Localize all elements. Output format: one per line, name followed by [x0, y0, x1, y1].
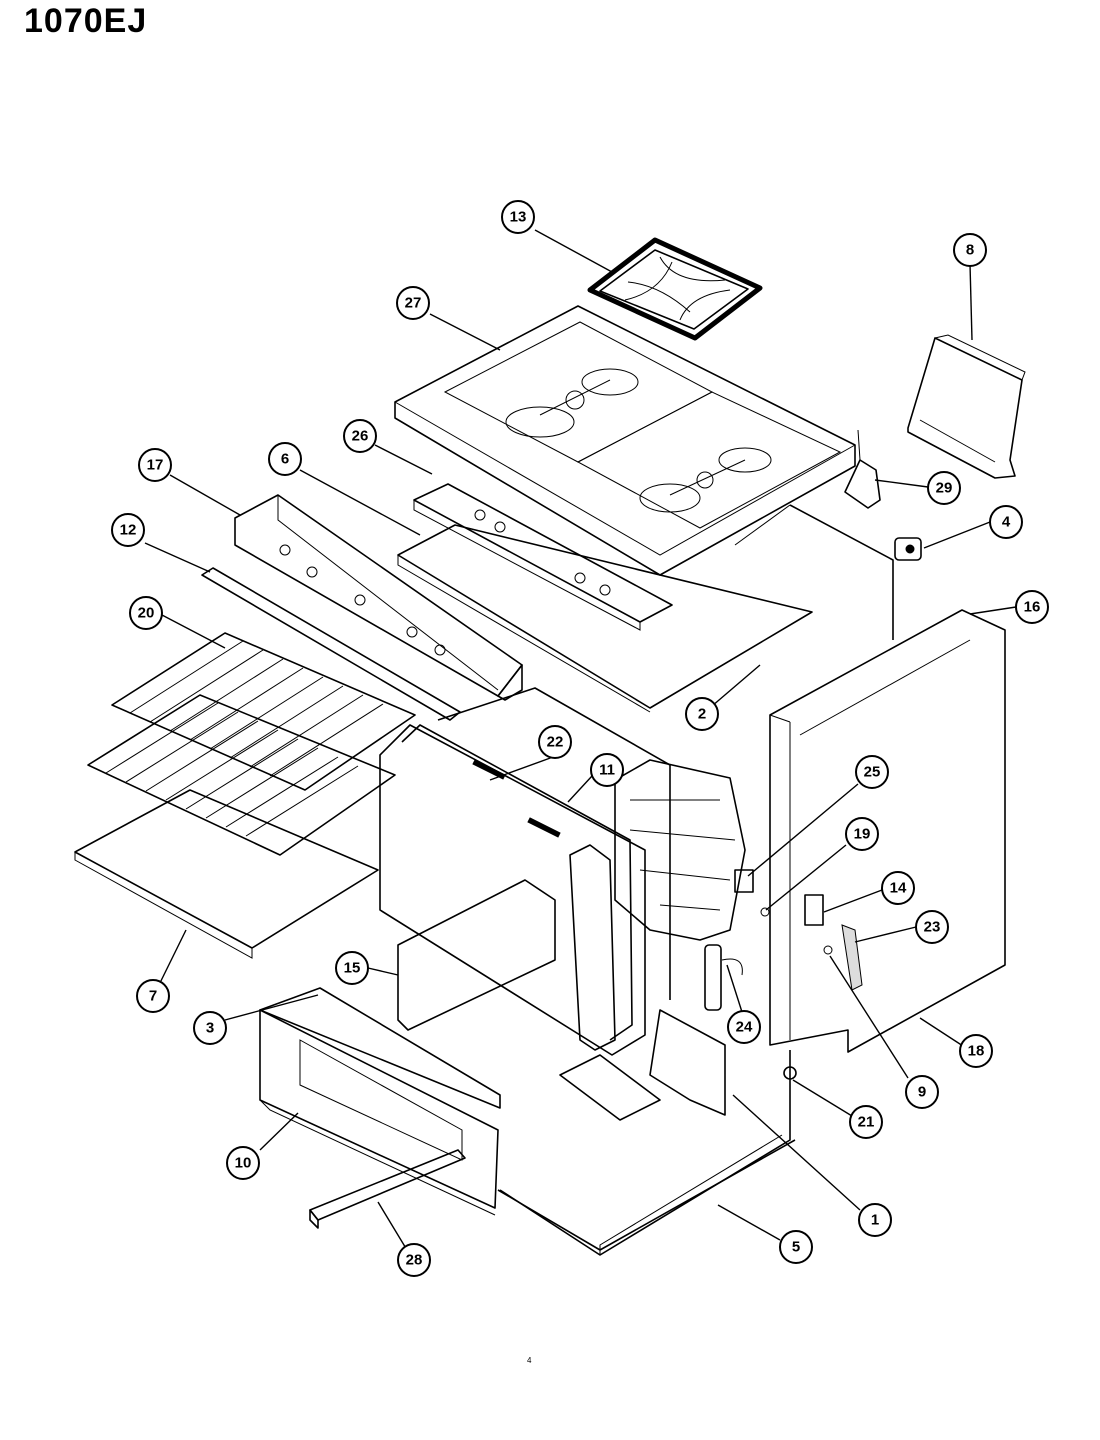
callout-6-label: 6: [281, 451, 289, 468]
callout-3: 3: [193, 1011, 227, 1045]
callout-22-label: 22: [547, 734, 564, 751]
part-oven-racks: [87, 632, 416, 856]
part-side-panel: [769, 609, 1006, 1053]
callout-19: 19: [845, 817, 879, 851]
part-burner-box: [413, 483, 673, 631]
model-title: 1070EJ: [24, 2, 148, 40]
callout-8-label: 8: [966, 242, 974, 259]
callout-16: 16: [1015, 590, 1049, 624]
callout-4: 4: [989, 505, 1023, 539]
part-door-inner: [379, 724, 646, 1056]
part-backguard: [907, 334, 1026, 479]
callout-27-label: 27: [405, 295, 422, 312]
callout-23-label: 23: [924, 919, 941, 936]
callout-5: 5: [779, 1230, 813, 1264]
part-door-panel: [397, 879, 556, 1031]
page-number: 4: [527, 1356, 532, 1365]
callout-11: 11: [590, 753, 624, 787]
callout-11-label: 11: [599, 762, 615, 779]
callout-29-label: 29: [936, 480, 953, 497]
callout-7-label: 7: [149, 988, 157, 1005]
part-cooktop: [394, 305, 856, 576]
callout-20-label: 20: [138, 605, 155, 622]
part-oven-bottom: [74, 789, 379, 959]
callout-3-label: 3: [206, 1020, 214, 1037]
callout-20: 20: [129, 596, 163, 630]
part-burner-cover: [397, 524, 813, 713]
part-drawer-rail: [309, 1149, 466, 1229]
callout-28: 28: [397, 1243, 431, 1277]
callout-17: 17: [138, 448, 172, 482]
part-grate: [587, 237, 763, 341]
part-control-panel: [234, 494, 523, 701]
part-bracket: [704, 944, 743, 1011]
callout-5-label: 5: [792, 1239, 800, 1256]
callout-1: 1: [858, 1203, 892, 1237]
callout-4-label: 4: [1002, 514, 1011, 531]
callouts: 13 8 27 26 17 6 29 4 12 16 20 2 22 11 25…: [111, 200, 1049, 1277]
callout-18: 18: [959, 1034, 993, 1068]
callout-28-label: 28: [406, 1252, 423, 1269]
part-oven-liner: [614, 759, 746, 941]
callout-24: 24: [727, 1010, 761, 1044]
callout-1-label: 1: [871, 1212, 879, 1229]
callout-24-label: 24: [736, 1019, 753, 1036]
callout-12: 12: [111, 513, 145, 547]
callout-9-label: 9: [918, 1084, 926, 1101]
callout-8: 8: [953, 233, 987, 267]
part-small-hardware: [734, 869, 863, 991]
callout-15: 15: [335, 951, 369, 985]
part-floor: [497, 1139, 796, 1251]
callout-22: 22: [538, 725, 572, 759]
callout-6: 6: [268, 442, 302, 476]
part-trim-strip: [201, 567, 461, 721]
callout-17-label: 17: [147, 457, 164, 474]
callout-25-label: 25: [864, 764, 881, 781]
callout-26: 26: [343, 419, 377, 453]
callout-15-label: 15: [344, 960, 361, 977]
callout-13: 13: [501, 200, 535, 234]
callout-13-label: 13: [510, 209, 527, 226]
callout-2: 2: [685, 697, 719, 731]
callout-7: 7: [136, 979, 170, 1013]
callout-27: 27: [396, 286, 430, 320]
callout-26-label: 26: [352, 428, 369, 445]
callout-12-label: 12: [120, 522, 137, 539]
callout-10-label: 10: [235, 1155, 252, 1172]
part-mount-plate: [559, 1009, 726, 1121]
callout-19-label: 19: [854, 826, 871, 843]
callout-2-label: 2: [698, 706, 706, 723]
callout-14: 14: [881, 871, 915, 905]
callout-9: 9: [905, 1075, 939, 1109]
callout-23: 23: [915, 910, 949, 944]
callout-10: 10: [226, 1146, 260, 1180]
part-switch: [894, 537, 922, 561]
callout-25: 25: [855, 755, 889, 789]
callout-21: 21: [849, 1105, 883, 1139]
part-cabinet-body: [437, 504, 894, 1256]
leader-lines: [144, 229, 1017, 1251]
callout-16-label: 16: [1024, 599, 1041, 616]
part-nut: [783, 1066, 797, 1080]
callout-21-label: 21: [858, 1114, 875, 1131]
callout-29: 29: [927, 471, 961, 505]
callout-18-label: 18: [968, 1043, 985, 1060]
callout-14-label: 14: [890, 880, 907, 897]
part-igniter: [844, 429, 881, 509]
